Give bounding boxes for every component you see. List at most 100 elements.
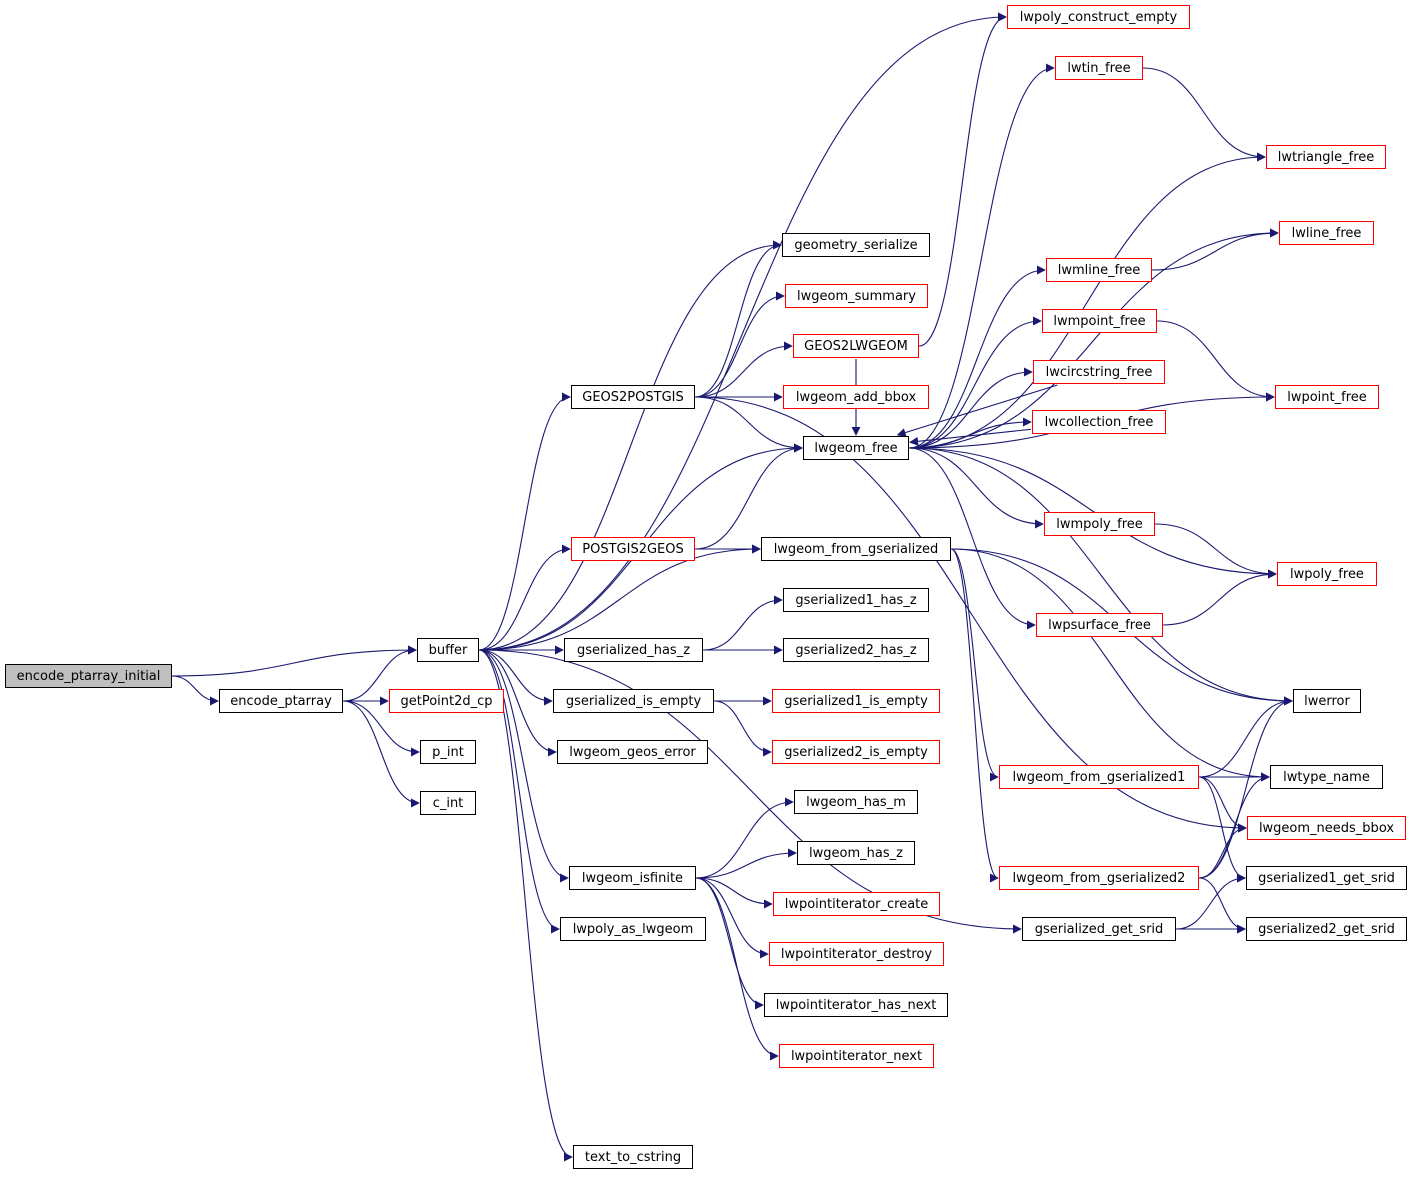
edge-encode-ptarray-to-p-int [342,700,420,757]
edge-lwpsurface-free-to-lwpoly-free [1162,569,1277,626]
edge-lwcollection-free-to-lwgeom-free [909,428,1032,446]
edge-buffer-to-text-to-cstring [478,649,573,1162]
edge-lwgeom-from-gserialized-to-lwgeom-from-gserialized2 [950,548,999,883]
node-lwgeom-free[interactable]: lwgeom_free [803,436,909,460]
node-lwgeom-from-gserialized[interactable]: lwgeom_from_gserialized [761,537,951,561]
node-lwtype-name[interactable]: lwtype_name [1270,765,1383,789]
edge-buffer-to-lwpoly-construct-empty [478,12,1007,651]
node-postgis2geos[interactable]: POSTGIS2GEOS [571,537,695,561]
edge-geos2postgis-to-geos2lwgeom [694,341,793,398]
edge-lwgeom-free-to-lwmline-free [908,265,1046,449]
node-gserialized1-get-srid[interactable]: gserialized1_get_srid [1246,866,1407,890]
node-lwgeom-summary[interactable]: lwgeom_summary [785,284,928,308]
edge-buffer-to-lwgeom-geos-error [478,649,557,757]
edge-lwgeom-isfinite-to-lwpointiterator-next [695,877,779,1061]
edge-lwmline-free-to-lwline-free [1151,228,1279,271]
node-lwgeom-has-z[interactable]: lwgeom_has_z [797,841,915,865]
edge-lwgeom-from-gserialized2-to-lwerror [1198,696,1293,879]
node-geometry-serialize[interactable]: geometry_serialize [782,233,930,257]
node-gserialized2-get-srid[interactable]: gserialized2_get_srid [1246,917,1407,941]
node-lwgeom-isfinite[interactable]: lwgeom_isfinite [569,866,696,890]
node-lwgeom-needs-bbox[interactable]: lwgeom_needs_bbox [1247,816,1406,840]
edge-lwgeom-isfinite-to-lwpointiterator-destroy [695,877,769,959]
node-lwpoly-free[interactable]: lwpoly_free [1277,562,1377,586]
edge-lwgeom-from-gserialized2-to-gserialized2-get-srid [1198,877,1246,934]
node-encode-ptarray[interactable]: encode_ptarray [219,689,343,713]
node-gserialized1-has-z[interactable]: gserialized1_has_z [783,588,929,612]
edge-lwgeom-free-to-lwcircstring-free [908,367,1033,449]
edge-lwcircstring-free-to-lwgeom-free [896,384,1058,437]
edge-encode-ptarray-initial-to-buffer [171,645,417,677]
node-gserialized2-has-z[interactable]: gserialized2_has_z [783,638,929,662]
node-gserialized2-is-empty[interactable]: gserialized2_is_empty [772,740,940,764]
node-lwmline-free[interactable]: lwmline_free [1046,258,1152,282]
node-lwgeom-from-gserialized2[interactable]: lwgeom_from_gserialized2 [999,866,1199,890]
node-lwmpoly-free[interactable]: lwmpoly_free [1044,512,1155,536]
node-lwtriangle-free[interactable]: lwtriangle_free [1266,145,1386,169]
node-gserialized-has-z[interactable]: gserialized_has_z [564,638,703,662]
node-buffer[interactable]: buffer [417,638,479,662]
node-gserialized1-is-empty[interactable]: gserialized1_is_empty [772,689,940,713]
edge-lwgeom-isfinite-to-lwgeom-has-m [695,797,794,879]
node-geos2lwgeom[interactable]: GEOS2LWGEOM [793,334,919,358]
edge-gserialized-get-srid-to-gserialized1-get-srid [1175,873,1246,930]
node-p-int[interactable]: p_int [420,740,476,764]
edge-buffer-to-gserialized-is-empty [478,649,553,706]
edge-lwgeom-from-gserialized-to-lwgeom-from-gserialized1 [950,548,999,782]
node-gserialized-get-srid[interactable]: gserialized_get_srid [1022,917,1176,941]
edge-lwgeom-isfinite-to-lwpointiterator-has-next [695,877,764,1010]
edge-lwtin-free-to-lwtriangle-free [1142,67,1266,162]
node-lwgeom-from-gserialized1[interactable]: lwgeom_from_gserialized1 [999,765,1199,789]
edge-buffer-to-geometry-serialize [478,240,782,651]
edge-encode-ptarray-to-buffer [342,645,417,702]
edge-encode-ptarray-to-c-int [342,700,420,808]
edge-lwgeom-from-gserialized2-to-lwgeom-needs-bbox [1198,823,1247,879]
edge-lwgeom-isfinite-to-lwpointiterator-create [695,877,773,909]
edge-buffer-to-geos2postgis [478,392,571,651]
node-lwpoint-free[interactable]: lwpoint_free [1275,385,1379,409]
node-lwerror[interactable]: lwerror [1293,689,1361,713]
edge-gserialized-is-empty-to-gserialized2-is-empty [713,700,772,757]
edge-lwmpoly-free-to-lwpoly-free [1154,523,1277,579]
node-lwgeom-geos-error[interactable]: lwgeom_geos_error [557,740,708,764]
node-lwpointiterator-create[interactable]: lwpointiterator_create [773,892,940,916]
edge-geos2postgis-to-lwgeom-summary [694,291,785,398]
edge-lwgeom-free-to-lwerror [908,447,1293,706]
node-lwpointiterator-next[interactable]: lwpointiterator_next [779,1044,934,1068]
edge-lwgeom-free-to-lwcollection-free [908,417,1032,449]
node-text-to-cstring[interactable]: text_to_cstring [573,1145,693,1169]
edge-lwgeom-free-to-lwmpoint-free [908,316,1042,449]
node-geos2postgis[interactable]: GEOS2POSTGIS [571,385,695,409]
node-lwpointiterator-has-next[interactable]: lwpointiterator_has_next [764,993,948,1017]
edge-lwgeom-from-gserialized-to-lwtype-name [950,548,1270,782]
edge-lwmpoint-free-to-lwpoint-free [1156,320,1275,402]
edge-geos2lwgeom-to-lwpoly-construct-empty [918,12,1007,347]
edge-geos2postgis-to-geometry-serialize [694,240,782,398]
node-lwpoly-construct-empty[interactable]: lwpoly_construct_empty [1007,5,1190,29]
node-getpoint2d-cp[interactable]: getPoint2d_cp [389,689,504,713]
node-lwcollection-free[interactable]: lwcollection_free [1032,410,1166,434]
edge-geos2postgis-to-lwgeom-needs-bbox [694,396,1247,833]
node-gserialized-is-empty[interactable]: gserialized_is_empty [553,689,714,713]
node-c-int[interactable]: c_int [420,791,476,815]
node-lwcircstring-free[interactable]: lwcircstring_free [1033,360,1165,384]
edge-buffer-to-postgis2geos [478,544,571,651]
node-lwtin-free[interactable]: lwtin_free [1055,56,1143,80]
edge-encode-ptarray-initial-to-encode-ptarray [171,675,219,706]
edge-lwgeom-from-gserialized1-to-lwerror [1198,696,1293,778]
edge-lwgeom-free-to-lwpoly-free [908,447,1277,579]
edge-lwgeom-free-to-lwmpoly-free [908,447,1044,529]
node-lwgeom-has-m[interactable]: lwgeom_has_m [794,790,918,814]
node-lwgeom-add-bbox[interactable]: lwgeom_add_bbox [783,385,929,409]
node-lwmpoint-free[interactable]: lwmpoint_free [1042,309,1157,333]
edge-buffer-to-lwgeom-from-gserialized [478,544,761,651]
edge-postgis2geos-to-lwgeom-free [694,443,803,550]
node-lwpsurface-free[interactable]: lwpsurface_free [1036,613,1163,637]
node-lwline-free[interactable]: lwline_free [1279,221,1374,245]
node-lwpointiterator-destroy[interactable]: lwpointiterator_destroy [769,942,944,966]
edge-lwgeom-free-to-lwline-free [908,228,1279,449]
edge-buffer-to-lwpoly-as-lwgeom [478,649,560,934]
node-lwpoly-as-lwgeom[interactable]: lwpoly_as_lwgeom [560,917,706,941]
